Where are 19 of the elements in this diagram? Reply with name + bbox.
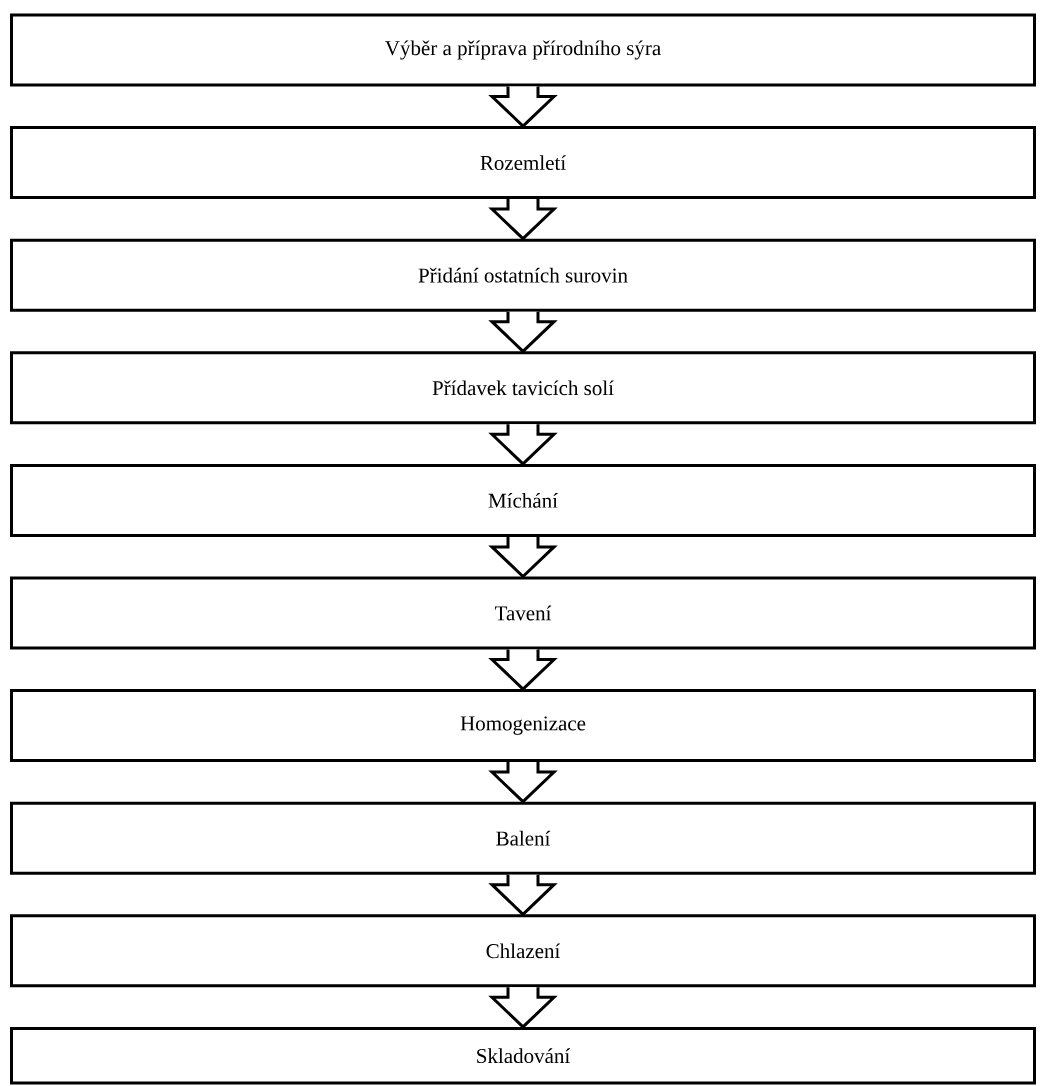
block-arrow [488,422,558,466]
process-box: Chlazení [10,914,1036,988]
block-arrow [488,648,558,692]
process-box: Míchání [10,463,1036,537]
process-box: Homogenizace [10,689,1036,763]
process-box: Rozemletí [10,126,1036,200]
process-box: Balení [10,801,1036,875]
block-arrow [488,310,558,354]
process-box: Přídavek tavicích solí [10,351,1036,425]
block-arrow [488,85,558,129]
block-arrow [488,985,558,1029]
process-box: Výběr a příprava přírodního sýra [10,13,1036,87]
process-box: Skladování [10,1026,1036,1085]
block-arrow [488,760,558,804]
process-box: Přidání ostatních surovin [10,238,1036,312]
block-arrow [488,197,558,241]
block-arrow [488,535,558,579]
block-arrow [488,873,558,917]
process-box: Tavení [10,576,1036,650]
